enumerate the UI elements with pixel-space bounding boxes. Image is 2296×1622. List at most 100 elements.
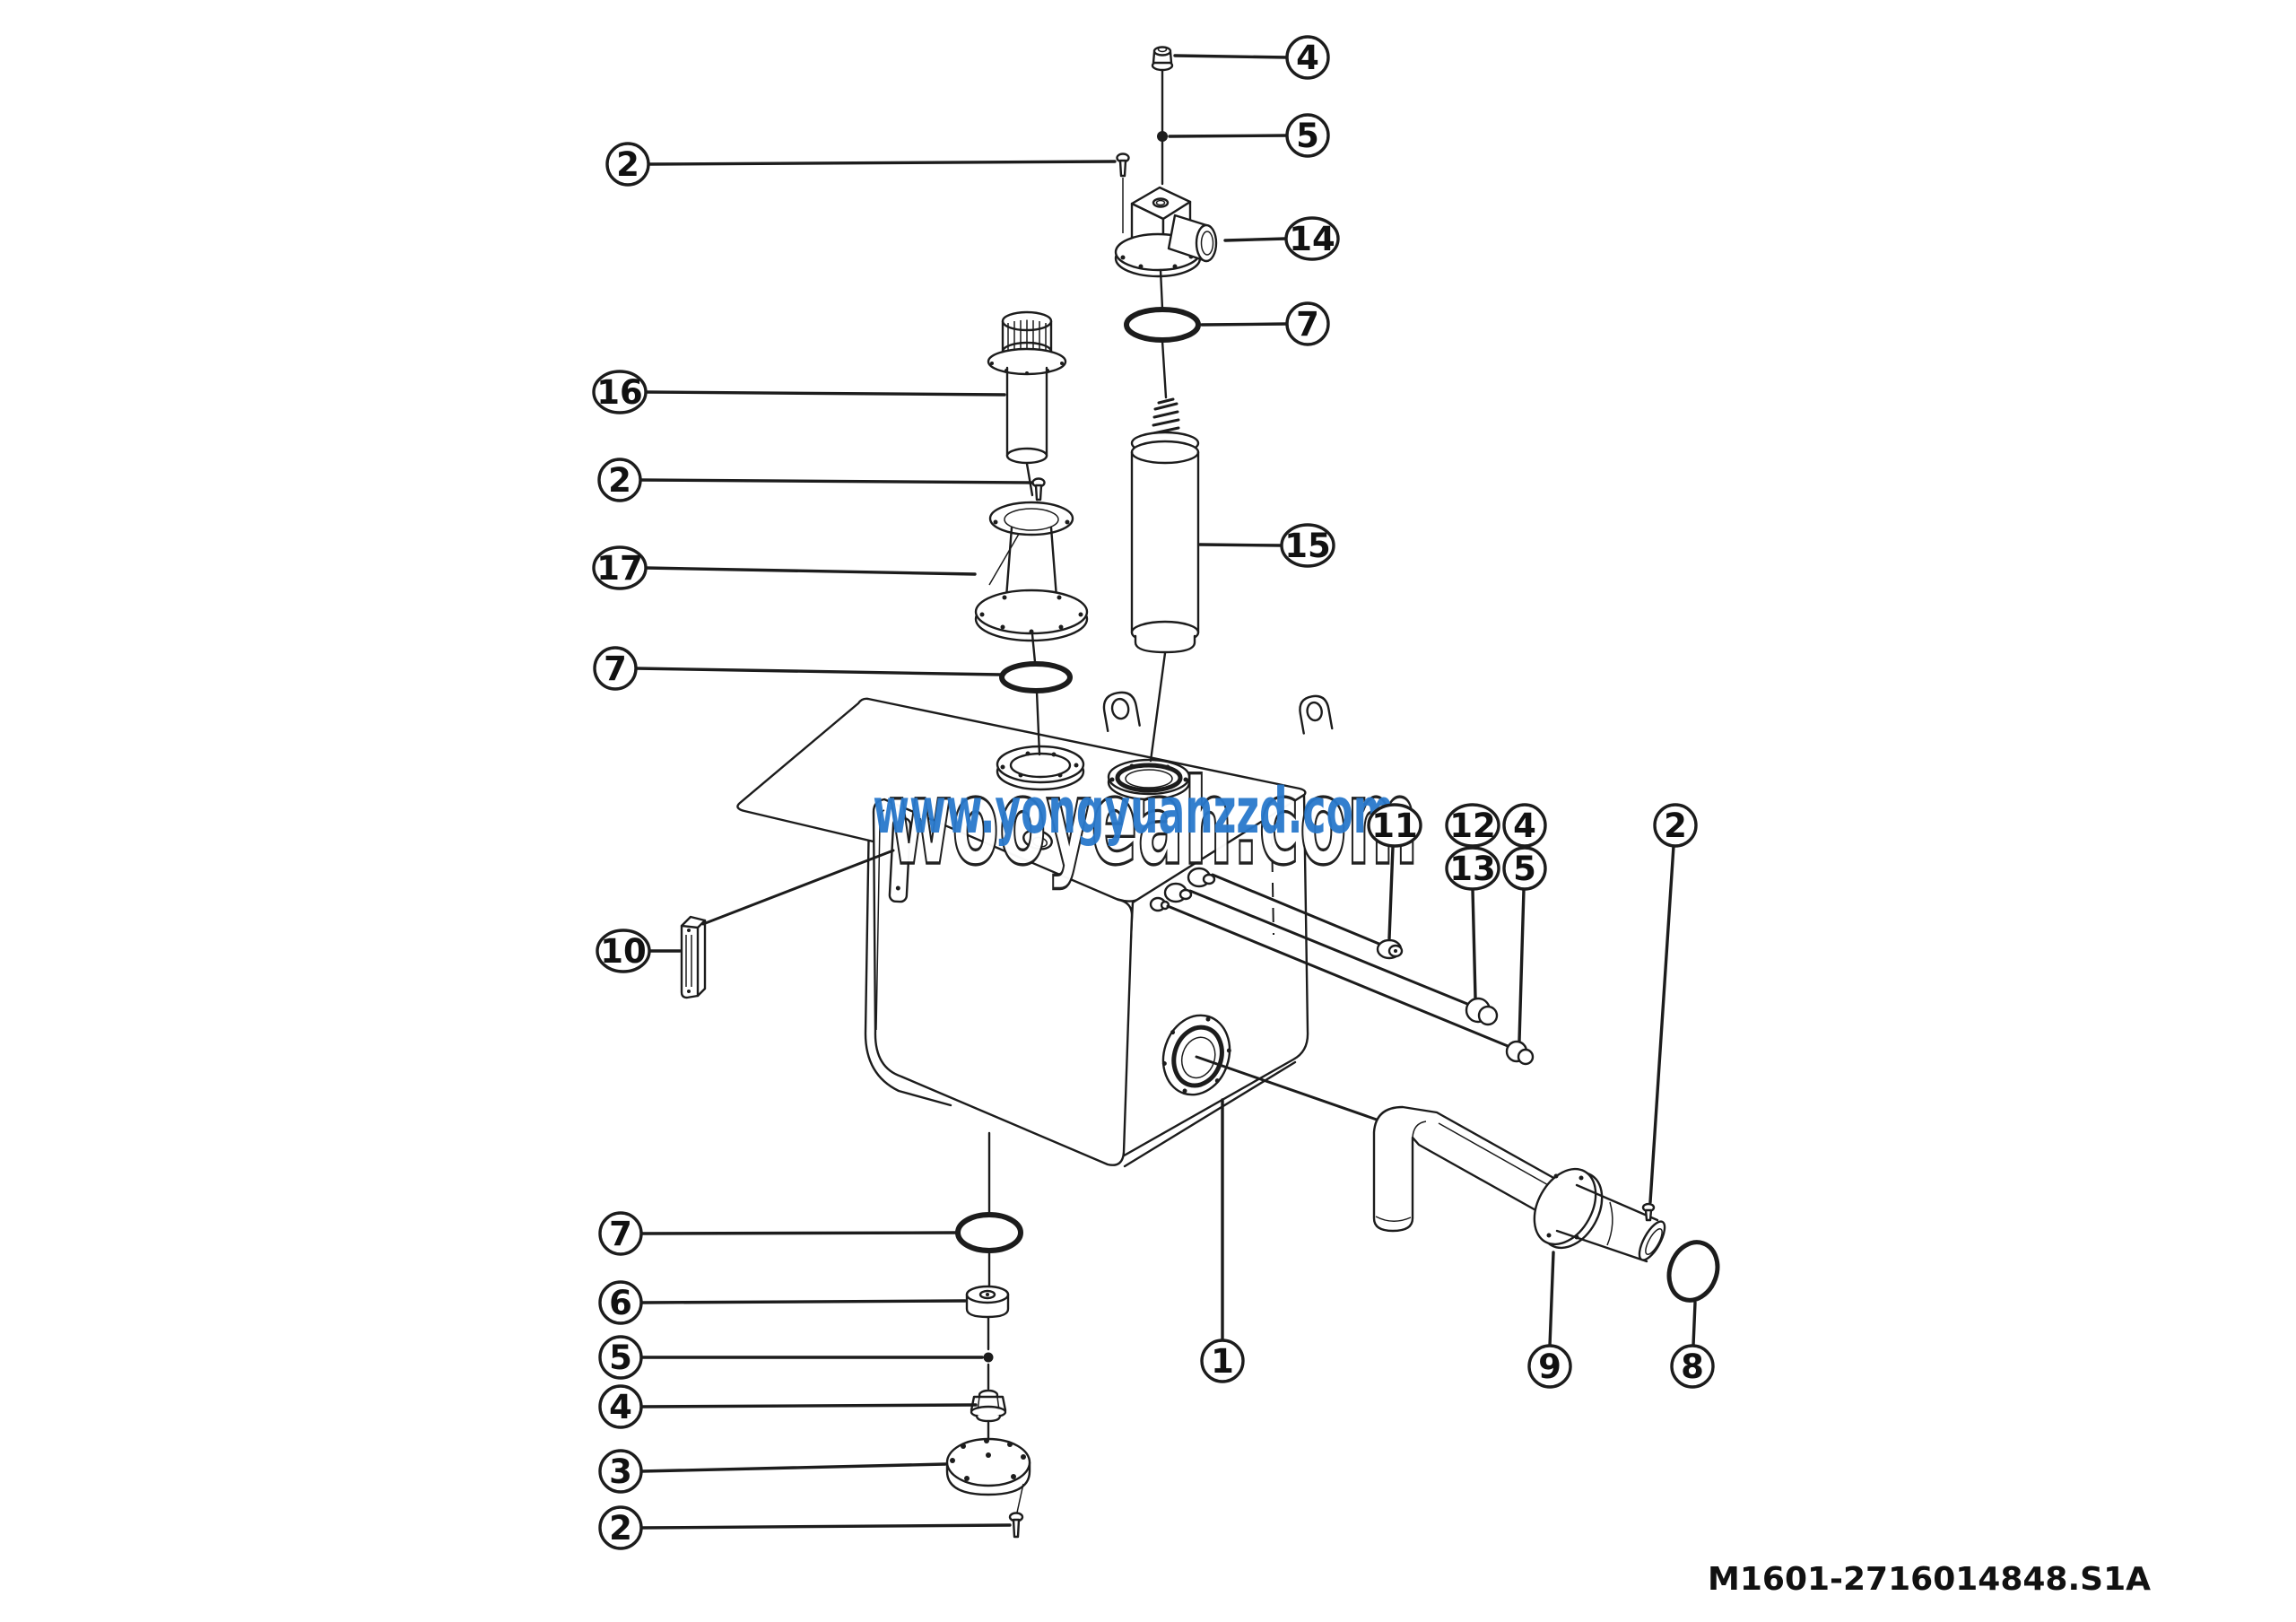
callout-3: 3 — [598, 1449, 947, 1494]
callout-leader-7 — [1200, 322, 1290, 327]
callout-4: 4 — [598, 1384, 978, 1429]
vent-plug — [1151, 46, 1174, 72]
callout-number-2: 2 — [608, 461, 631, 500]
callout-leader-2 — [647, 160, 1117, 166]
callout-circle-11 — [1367, 803, 1422, 848]
callout-15: 15 — [1198, 523, 1335, 568]
callout-leader-16 — [644, 390, 1006, 397]
vent-assembly — [1114, 46, 1218, 399]
callout-number-14: 14 — [1289, 220, 1335, 258]
o-ring-drain — [955, 1212, 1023, 1253]
callout-number-11: 11 — [1371, 807, 1418, 845]
drain-ball — [983, 1352, 994, 1363]
watermark: wooyeah.com www.yongyuanzzd.com — [873, 754, 1419, 894]
suction-pipe — [1372, 1105, 1666, 1263]
callout-7: 7 — [593, 646, 1003, 691]
callout-leader-6 — [639, 1299, 967, 1304]
callout-circle-7 — [1285, 301, 1330, 346]
callout-number-8: 8 — [1681, 1347, 1704, 1386]
callout-leader-2 — [639, 478, 1033, 484]
callout-7: 7 — [1200, 301, 1330, 346]
drain-washer-nut — [965, 1285, 1010, 1319]
callout-circle-2 — [597, 458, 642, 502]
callout-circle-15 — [1280, 523, 1335, 568]
filler-cap — [987, 310, 1067, 465]
callout-circle-10 — [596, 929, 651, 973]
callout-number-3: 3 — [609, 1452, 632, 1491]
callout-number-7: 7 — [604, 650, 627, 688]
callout-5: 5 — [598, 1335, 984, 1380]
nut-11 — [1376, 938, 1404, 960]
callout-circle-5 — [1285, 113, 1330, 158]
callout-leader-4 — [1173, 54, 1290, 59]
callout-17: 17 — [592, 545, 977, 590]
callout-11: 11 — [1367, 803, 1422, 940]
callout-number-4: 4 — [1513, 807, 1536, 845]
callout-leader-4 — [639, 1403, 978, 1408]
o-ring-top — [1124, 307, 1201, 343]
callout-leader-3 — [639, 1462, 947, 1473]
suction-pipe-assembly — [1195, 1055, 1720, 1303]
callout-circle-16 — [592, 370, 648, 414]
callout-14: 14 — [1223, 216, 1340, 261]
callout-number-2: 2 — [609, 1509, 632, 1548]
suction-port — [1161, 1014, 1231, 1096]
callout-circle-8 — [1670, 1344, 1715, 1389]
drain-assembly — [945, 1131, 1031, 1539]
filler-assembly — [974, 310, 1089, 756]
callout-circle-9 — [1527, 1344, 1572, 1389]
flange-screw — [1641, 1202, 1656, 1222]
panel-strip — [888, 816, 912, 903]
callout-circle-4 — [1502, 803, 1547, 848]
callout-16: 16 — [592, 370, 1006, 414]
callout-12: 12 — [1445, 803, 1500, 848]
callout-number-1: 1 — [1211, 1342, 1234, 1381]
callout-4: 4 — [1173, 35, 1330, 80]
filter-element — [1130, 397, 1200, 763]
callout-leader-9 — [1548, 1251, 1555, 1347]
strip-block-10 — [680, 849, 895, 999]
filler-opening-flange — [996, 745, 1085, 791]
callout-number-2: 2 — [616, 145, 639, 184]
callout-2: 2 — [1648, 803, 1698, 1204]
vent-elbow-fitting — [1114, 186, 1218, 278]
callout-number-13: 13 — [1449, 850, 1496, 888]
filter-opening-flange — [1107, 758, 1191, 801]
callout-leader-5 — [1518, 887, 1526, 1042]
callout-number-15: 15 — [1284, 527, 1331, 565]
callout-circle-2 — [1653, 803, 1698, 848]
callout-circle-13 — [1445, 846, 1500, 891]
callout-circle-2 — [605, 142, 650, 187]
callout-number-7: 7 — [609, 1215, 632, 1253]
callout-number-4: 4 — [609, 1388, 632, 1426]
callout-5: 5 — [1502, 846, 1547, 1042]
callout-circle-14 — [1284, 216, 1340, 261]
callout-number-5: 5 — [609, 1339, 632, 1377]
callout-circle-7 — [593, 646, 638, 691]
callout-circle-7 — [598, 1211, 643, 1256]
callout-number-5: 5 — [1296, 117, 1319, 155]
tank-body — [736, 691, 1334, 1168]
callout-leader-17 — [644, 566, 977, 576]
drawing-number: M1601-2716014848.S1A — [1708, 1561, 2151, 1598]
callout-circle-1 — [1200, 1339, 1245, 1383]
drain-flange-disc — [945, 1437, 1031, 1496]
callout-leader-2 — [639, 1523, 1012, 1530]
callout-7: 7 — [598, 1211, 958, 1256]
watermark-blue-text: www.yongyuanzzd.com — [873, 774, 1394, 847]
callout-1: 1 — [1200, 1098, 1245, 1383]
steel-ball — [1157, 131, 1168, 142]
plug-5 — [1505, 1040, 1535, 1066]
pipe-fittings — [1149, 867, 1216, 912]
callout-number-6: 6 — [609, 1284, 632, 1322]
filler-screw — [988, 477, 1046, 586]
callout-number-16: 16 — [596, 373, 643, 412]
callout-leader-8 — [1692, 1301, 1697, 1347]
callout-circle-4 — [1285, 35, 1330, 80]
callout-circle-5 — [598, 1335, 643, 1380]
callout-number-7: 7 — [1296, 305, 1319, 344]
callout-number-2: 2 — [1664, 807, 1687, 845]
callout-circle-5 — [1502, 846, 1547, 891]
